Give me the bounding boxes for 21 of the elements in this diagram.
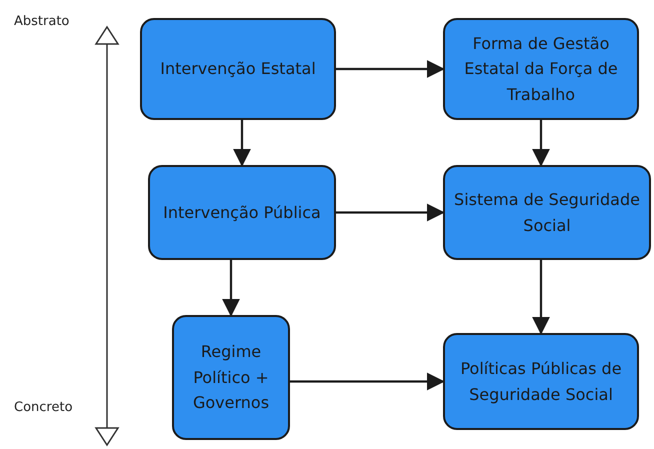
box-text: Intervenção Estatal [160,58,316,80]
axis-label: Abstrato [14,14,70,29]
process-box [443,333,639,430]
process-box [443,18,639,120]
arrow [222,260,240,317]
box-text: Regime Político + Governos [192,341,270,414]
arrow [532,120,550,167]
arrow [233,120,251,167]
process-box [140,18,336,120]
box-text: Sistema de Seguridade Social [453,188,641,236]
process-box [443,165,651,260]
process-box [172,315,290,440]
process-box [148,165,336,260]
arrow [336,204,445,222]
arrow [532,260,550,335]
box-text: Intervenção Pública [163,202,321,224]
axis-label: Concreto [14,400,73,415]
arrow [336,60,445,78]
box-text: Políticas Públicas de Seguridade Social [459,358,623,406]
arrow [290,372,445,390]
box-text: Forma de Gestão Estatal da Força de Trabalho [463,32,619,106]
